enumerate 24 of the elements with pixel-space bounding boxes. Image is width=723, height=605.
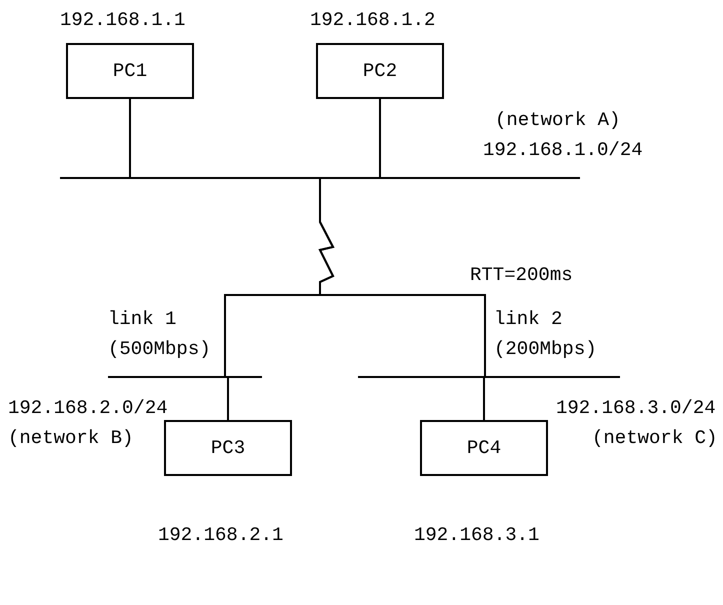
rtt-label: RTT=200ms <box>470 264 573 286</box>
ip-address: 192.168.1.2 <box>310 9 436 31</box>
network-label: (network A) <box>495 109 620 131</box>
ip-address: 192.168.3.1 <box>414 524 540 546</box>
connection-line <box>129 99 131 177</box>
pc-box <box>164 420 292 476</box>
connection-line <box>227 378 229 420</box>
ip-address: 192.168.1.1 <box>60 9 186 31</box>
subnet-address: 192.168.2.0/24 <box>8 397 168 419</box>
connection-line <box>379 99 381 177</box>
connection-line <box>318 179 486 376</box>
subnet-address: 192.168.3.0/24 <box>556 397 716 419</box>
ip-address: 192.168.2.1 <box>158 524 284 546</box>
pc-box <box>316 43 444 99</box>
pc-name: PC4 <box>466 437 502 459</box>
pc-name: PC2 <box>362 60 398 82</box>
pc-box <box>66 43 194 99</box>
network-label: (network C) <box>592 427 718 449</box>
subnet-address: 192.168.1.0/24 <box>483 139 643 161</box>
pc-name: PC3 <box>210 437 246 459</box>
network-label: (network B) <box>8 427 134 449</box>
pc-name: PC1 <box>112 60 148 82</box>
pc-box <box>420 420 548 476</box>
connection-line <box>483 378 485 420</box>
